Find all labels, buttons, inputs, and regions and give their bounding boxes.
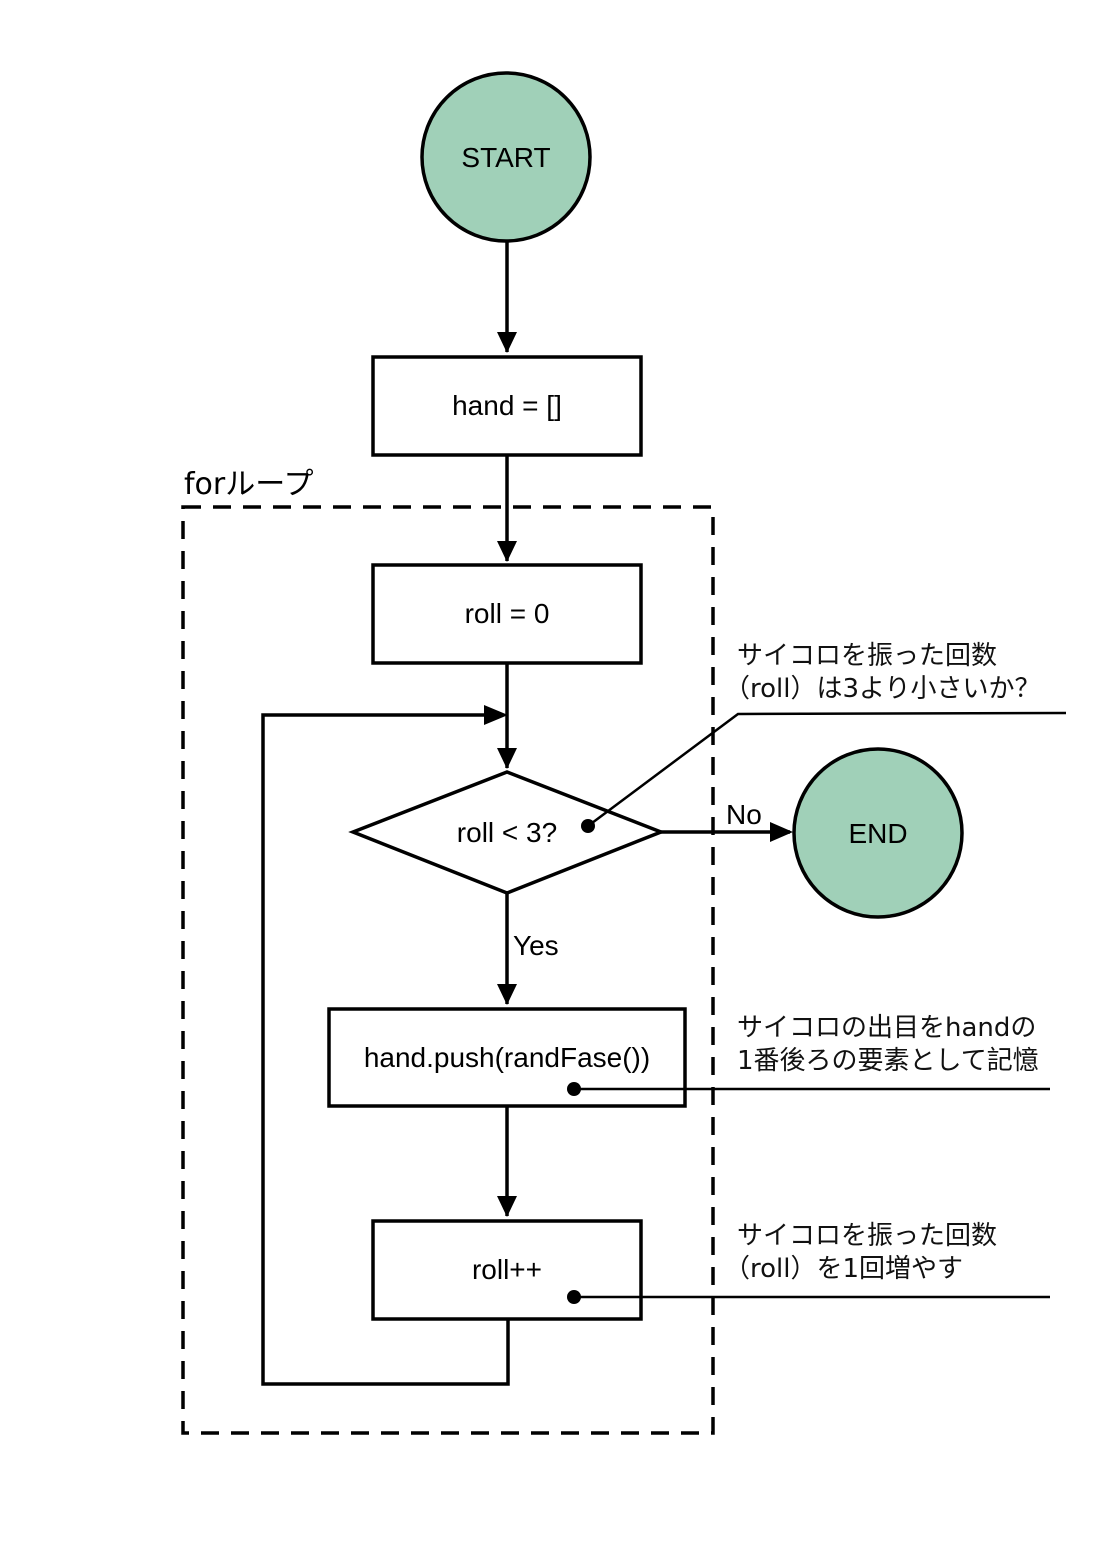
push-annotation-line2: 1番後ろの要素として記憶 [737,1046,1039,1076]
loop-back-arrowhead [484,705,508,725]
push-label: hand.push(randFase()) [364,1042,650,1073]
init-roll-box [371,563,643,665]
for-loop-frame [181,505,715,1435]
end-label: END [848,818,907,849]
condition-annotation-dot [581,819,595,833]
increment-label: roll++ [472,1254,542,1285]
arrowhead [497,984,517,1005]
condition-annotation-line2: （roll）は3より小さいか？ [724,674,1041,704]
arrowhead [497,541,517,562]
end-node [792,747,964,919]
condition-label: roll < 3? [457,817,557,848]
condition-annotation-line1: サイコロを振った回数 [737,641,997,671]
init-hand-label: hand = [] [452,390,562,421]
arrowhead [497,1196,517,1217]
init-hand-box [371,355,643,457]
arrowhead [770,822,793,842]
start-label: START [461,142,550,173]
push-annotation-dot [567,1082,581,1096]
arrowhead [497,748,517,769]
push-annotation-line1: サイコロの出目をhandの [737,1013,1036,1043]
increment-annotation-line1: サイコロを振った回数 [737,1221,997,1251]
no-label: No [726,799,762,830]
init-roll-label: roll = 0 [465,598,550,629]
yes-label: Yes [513,930,559,961]
for-loop-label: forループ [184,467,313,502]
condition-annotation-leader [587,711,1067,828]
increment-box [371,1219,643,1321]
increment-annotation-line2: （roll）を1回増やす [724,1254,963,1284]
arrowhead [497,332,517,353]
increment-annotation-dot [567,1290,581,1304]
loop-back-line [261,713,510,1386]
